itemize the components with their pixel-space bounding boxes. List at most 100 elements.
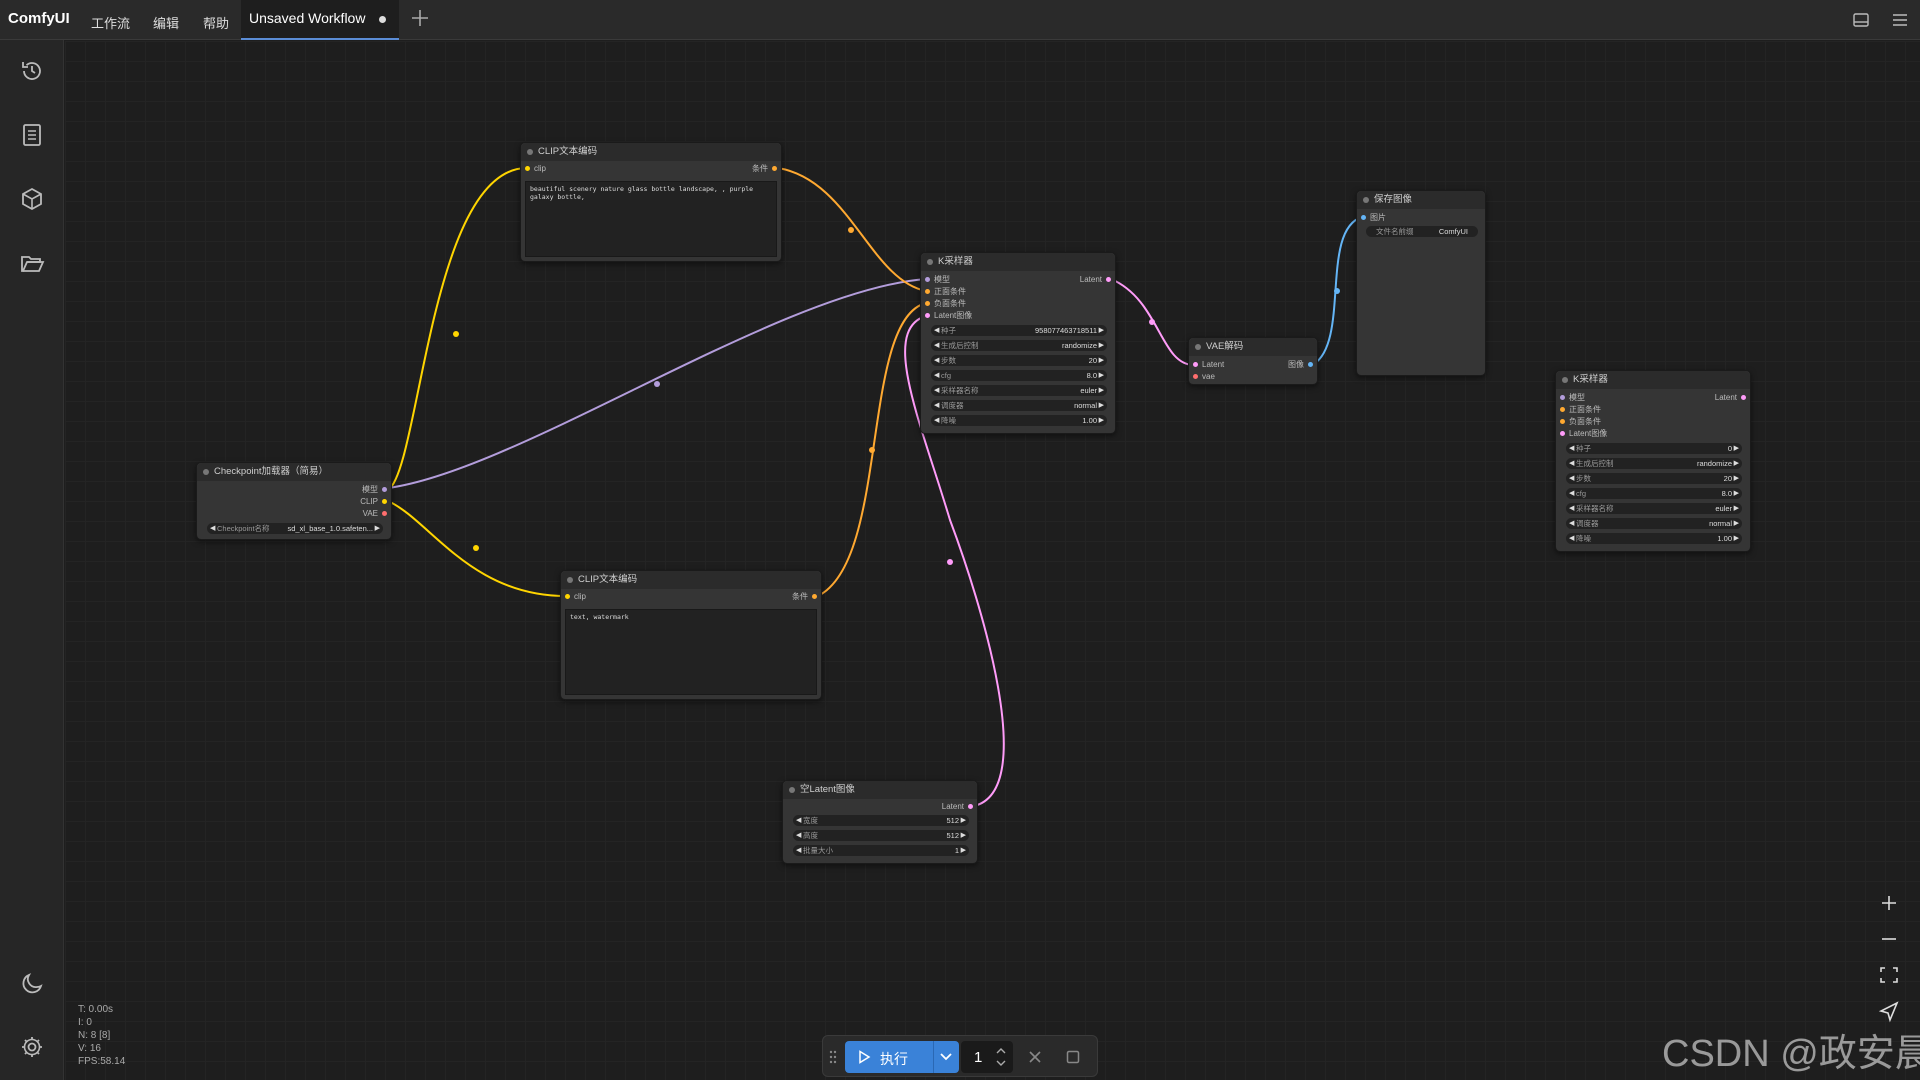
output-slot-latent[interactable]: Latent <box>942 801 974 813</box>
batch-count-value: 1 <box>974 1049 983 1066</box>
stepper-arrows-icon[interactable] <box>995 1045 1007 1069</box>
top-menu-bar: ComfyUI 工作流 编辑 帮助 Unsaved Workflow <box>0 0 1920 40</box>
output-slot-vae[interactable]: VAE <box>363 508 388 520</box>
node-title[interactable]: CLIP文本编码 <box>521 143 781 161</box>
node-title[interactable]: K采样器 <box>1556 371 1750 389</box>
chevron-down-icon[interactable] <box>939 1052 953 1062</box>
graph-canvas[interactable] <box>65 41 1920 1080</box>
prompt-textarea[interactable]: beautiful scenery nature glass bottle la… <box>525 181 777 257</box>
output-slot-latent[interactable]: Latent <box>1080 274 1112 286</box>
zoom-out-icon[interactable] <box>1869 922 1909 956</box>
node-title[interactable]: K采样器 <box>921 253 1115 271</box>
clip-text-encode-positive-node[interactable]: CLIP文本编码 clip 条件 beautiful scenery natur… <box>520 142 782 262</box>
fit-view-icon[interactable] <box>1869 958 1909 992</box>
workflow-tab[interactable]: Unsaved Workflow <box>241 0 399 40</box>
node-title[interactable]: VAE解码 <box>1189 338 1317 356</box>
stop-icon[interactable] <box>1066 1050 1080 1064</box>
cancel-icon[interactable] <box>1028 1050 1042 1064</box>
node-title[interactable]: Checkpoint加载器（简易） <box>197 463 391 481</box>
watermark: CSDN @政安晨 <box>1662 1033 1920 1075</box>
toggle-bottom-panel-icon[interactable] <box>1852 11 1870 29</box>
output-slot-clip[interactable]: CLIP <box>360 496 388 508</box>
app-logo[interactable]: ComfyUI <box>8 10 70 27</box>
stat-time: T: 0.00s <box>78 1004 114 1015</box>
prompt-textarea[interactable]: text, watermark <box>565 609 817 695</box>
input-slot-positive[interactable]: 正面条件 <box>1559 404 1601 416</box>
input-slot-clip[interactable]: clip <box>564 591 586 603</box>
menu-help[interactable]: 帮助 <box>203 16 230 31</box>
navigate-icon[interactable] <box>1869 994 1909 1028</box>
stat-v: V: 16 <box>78 1043 101 1054</box>
clip-text-encode-negative-node[interactable]: CLIP文本编码 clip 条件 text, watermark <box>560 570 822 700</box>
theme-toggle-icon[interactable] <box>19 970 45 996</box>
output-slot-conditioning[interactable]: 条件 <box>792 591 818 603</box>
run-button[interactable]: 执行 <box>845 1041 959 1073</box>
canvas-stats: T: 0.00s I: 0 N: 8 [8] V: 16 FPS:58.14 <box>78 1003 125 1068</box>
input-slot-negative[interactable]: 负面条件 <box>924 298 966 310</box>
output-slot-latent[interactable]: Latent <box>1715 392 1747 404</box>
input-slot-latent-image[interactable]: Latent图像 <box>924 310 972 322</box>
zoom-in-icon[interactable] <box>1869 886 1909 920</box>
stat-fps: FPS:58.14 <box>78 1056 126 1067</box>
hamburger-menu-icon[interactable] <box>1891 11 1909 29</box>
node-title[interactable]: 保存图像 <box>1357 191 1485 209</box>
input-slot-clip[interactable]: clip <box>524 163 546 175</box>
unsaved-indicator-icon <box>379 16 386 23</box>
input-slot-vae[interactable]: vae <box>1192 371 1215 383</box>
node-title[interactable]: 空Latent图像 <box>783 781 977 799</box>
add-tab-icon[interactable] <box>410 8 430 28</box>
output-slot-image[interactable]: 图像 <box>1288 359 1314 371</box>
stat-i: I: 0 <box>78 1017 92 1028</box>
menu-edit[interactable]: 编辑 <box>153 16 180 31</box>
node-title[interactable]: CLIP文本编码 <box>561 571 821 589</box>
input-slot-positive[interactable]: 正面条件 <box>924 286 966 298</box>
history-icon[interactable] <box>19 58 45 84</box>
workflows-icon[interactable] <box>19 250 45 276</box>
checkpoint-loader-node[interactable]: Checkpoint加载器（简易） 模型 CLIP VAE ◀Checkpoin… <box>196 462 392 540</box>
input-slot-model[interactable]: 模型 <box>924 274 950 286</box>
run-button-label: 执行 <box>880 1051 908 1067</box>
menu-workflow[interactable]: 工作流 <box>91 16 131 31</box>
input-slot-model[interactable]: 模型 <box>1559 392 1585 404</box>
input-slot-images[interactable]: 图片 <box>1360 212 1386 224</box>
vae-decode-node[interactable]: VAE解码 Latent 图像 vae <box>1188 337 1318 385</box>
output-slot-model[interactable]: 模型 <box>362 484 388 496</box>
play-icon <box>859 1050 871 1064</box>
batch-count-input[interactable]: 1 <box>961 1041 1013 1073</box>
zoom-controls <box>1869 886 1909 1066</box>
run-toolbar: 执行 1 <box>822 1035 1098 1077</box>
drag-handle-icon[interactable] <box>829 1049 837 1065</box>
input-slot-latent-image[interactable]: Latent图像 <box>1559 428 1607 440</box>
input-slot-latent[interactable]: Latent <box>1192 359 1224 371</box>
queue-icon[interactable] <box>19 122 45 148</box>
output-slot-conditioning[interactable]: 条件 <box>752 163 778 175</box>
stat-nodes: N: 8 [8] <box>78 1030 111 1041</box>
settings-icon[interactable] <box>19 1034 45 1060</box>
model-library-icon[interactable] <box>19 186 45 212</box>
input-slot-negative[interactable]: 负面条件 <box>1559 416 1601 428</box>
left-sidebar <box>0 40 64 1080</box>
